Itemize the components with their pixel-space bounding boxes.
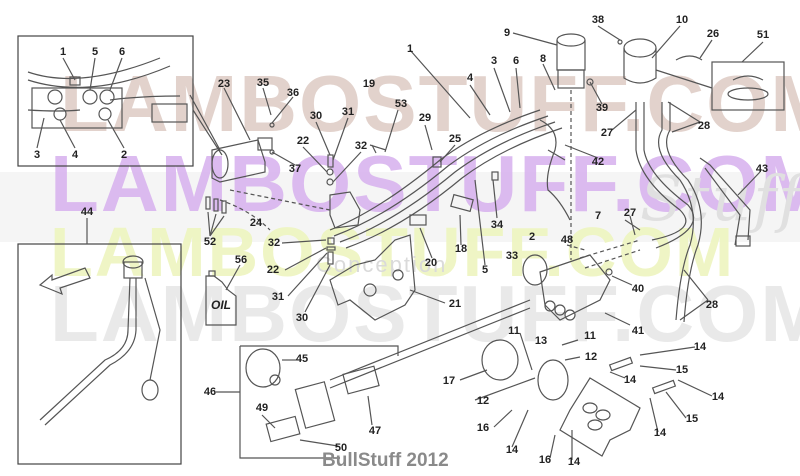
- bolts-52: [205, 189, 331, 237]
- hoses: [611, 101, 761, 323]
- callout-46: 46: [203, 386, 217, 398]
- bracket-21: [329, 234, 446, 321]
- callout-34: 34: [490, 219, 504, 231]
- callout-41: 41: [631, 325, 645, 337]
- callout-33: 33: [505, 250, 519, 262]
- callout-22: 22: [296, 135, 310, 147]
- callout-14: 14: [693, 341, 707, 353]
- inset-valve-detail: [17, 35, 223, 167]
- callout-51: 51: [756, 29, 770, 41]
- callout-28: 28: [705, 299, 719, 311]
- callout-32: 32: [354, 140, 368, 152]
- inset-overview-44: [17, 218, 182, 465]
- callout-11: 11: [508, 325, 520, 337]
- pipe-harness: [329, 49, 599, 266]
- callout-18: 18: [454, 243, 468, 255]
- callout-7: 7: [594, 210, 602, 222]
- callout-39: 39: [595, 102, 609, 114]
- callout-26: 26: [706, 28, 720, 40]
- callout-8: 8: [539, 53, 547, 65]
- callout-44: 44: [80, 206, 94, 218]
- callout-38: 38: [591, 14, 605, 26]
- reservoir-10: [597, 25, 785, 111]
- callout-11: 11: [584, 330, 596, 342]
- callout-35: 35: [256, 77, 270, 89]
- callout-14: 14: [505, 444, 519, 456]
- callout-5: 5: [481, 264, 489, 276]
- valve-block-23: [211, 87, 296, 183]
- inset-kit-box: [216, 345, 399, 459]
- callout-4: 4: [71, 149, 79, 161]
- pump-9: [512, 32, 603, 260]
- callout-29: 29: [418, 112, 432, 124]
- callout-16: 16: [476, 422, 490, 434]
- oil-label: OIL: [211, 298, 231, 312]
- callout-30: 30: [295, 312, 309, 324]
- oil-bottle-56: [205, 264, 241, 326]
- callout-52: 52: [203, 236, 217, 248]
- callout-3: 3: [490, 55, 498, 67]
- callout-12: 12: [476, 395, 490, 407]
- callout-27: 27: [600, 127, 614, 139]
- callout-28: 28: [697, 120, 711, 132]
- callout-15: 15: [675, 364, 689, 376]
- callout-31: 31: [271, 291, 285, 303]
- bracket-assembly: [281, 109, 456, 313]
- callout-14: 14: [711, 391, 725, 403]
- callout-5: 5: [91, 46, 99, 58]
- callout-6: 6: [118, 46, 126, 58]
- callout-15: 15: [685, 413, 699, 425]
- callout-1: 1: [59, 46, 67, 58]
- callout-1: 1: [406, 43, 414, 55]
- footer-credit: BullStuff 2012: [322, 450, 449, 471]
- callout-20: 20: [424, 257, 438, 269]
- callout-56: 56: [234, 254, 248, 266]
- callout-16: 16: [538, 454, 552, 466]
- callout-3: 3: [33, 149, 41, 161]
- callout-14: 14: [653, 427, 667, 439]
- callout-43: 43: [755, 163, 769, 175]
- callout-40: 40: [631, 283, 645, 295]
- callout-47: 47: [368, 425, 382, 437]
- callout-12: 12: [584, 351, 598, 363]
- callout-31: 31: [341, 106, 355, 118]
- callout-2: 2: [120, 149, 128, 161]
- callout-49: 49: [255, 402, 269, 414]
- callout-37: 37: [288, 163, 302, 175]
- callout-10: 10: [675, 14, 689, 26]
- callout-19: 19: [362, 78, 376, 90]
- callout-45: 45: [295, 353, 309, 365]
- callout-13: 13: [534, 335, 548, 347]
- callout-14: 14: [567, 456, 581, 468]
- callout-25: 25: [448, 133, 462, 145]
- callout-36: 36: [286, 87, 300, 99]
- callout-27: 27: [623, 207, 637, 219]
- callout-42: 42: [591, 156, 605, 168]
- callout-53: 53: [394, 98, 408, 110]
- callout-14: 14: [623, 374, 637, 386]
- callout-4: 4: [466, 72, 474, 84]
- callout-30: 30: [309, 110, 323, 122]
- callout-9: 9: [503, 27, 511, 39]
- mounting-plate: [459, 332, 713, 460]
- valve-block-main: [329, 239, 641, 389]
- callout-50: 50: [334, 442, 348, 454]
- callout-24: 24: [249, 217, 263, 229]
- callout-32: 32: [267, 237, 281, 249]
- callout-23: 23: [217, 78, 231, 90]
- callout-21: 21: [448, 298, 462, 310]
- callout-6: 6: [512, 55, 520, 67]
- callout-17: 17: [442, 375, 456, 387]
- callout-2: 2: [528, 231, 536, 243]
- callout-48: 48: [560, 234, 574, 246]
- callout-22: 22: [266, 264, 280, 276]
